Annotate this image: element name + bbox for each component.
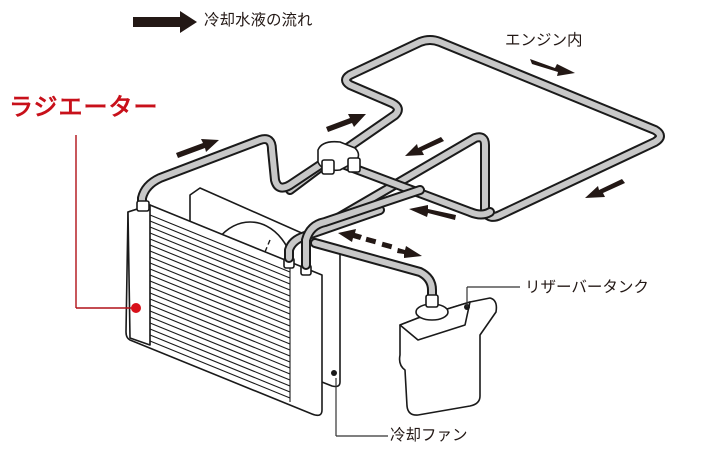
radiator-leader [75,135,141,313]
radiator [125,200,323,417]
radiator-fin [149,328,291,387]
radiator-label: ラジエーター [9,93,159,121]
radiator-fin [149,244,291,303]
reservoir-tank-label: リザーバータンク [525,278,649,296]
radiator-fin [149,340,291,399]
flow-arrow-engine-return [405,137,444,156]
radiator-upper-hose [137,134,325,215]
radiator-fin [149,214,291,273]
flow-arrow-return-lower [409,205,456,220]
radiator-fin [149,322,291,381]
radiator-fin [149,292,291,351]
radiator-fin [149,262,291,321]
radiator-fin [149,280,291,339]
radiator-fin [149,334,291,393]
engine-pipe-loop [285,35,665,245]
flow-arrow-radiator-outlet [176,139,219,158]
reservoir-tank [398,286,520,416]
flow-arrow-reservoir-bidirectional [338,229,422,258]
radiator-fin [149,310,291,369]
radiator-fin [149,226,291,285]
radiator-fins [149,214,291,399]
cooling-fan-label: 冷却ファン [390,426,468,444]
radiator-fin [149,298,291,357]
flow-arrow-engine-top [530,59,575,76]
radiator-fin [149,304,291,363]
radiator-fin [149,274,291,333]
radiator-fin [149,232,291,291]
flow-arrow-engine-right [585,179,625,198]
reservoir-hose [310,238,437,305]
thermostat-housing [317,140,361,175]
radiator-fin [149,250,291,309]
radiator-fin [149,238,291,297]
radiator-fin [149,286,291,345]
legend-label: 冷却水液の流れ [204,11,313,29]
radiator-fin [149,268,291,327]
flow-arrow-to-engine [326,114,366,132]
engine-label: エンジン内 [505,31,583,49]
radiator-fin [149,220,291,279]
radiator-lower-hoses [284,185,425,270]
radiator-fin [149,256,291,315]
radiator-fin [149,316,291,375]
flow-arrow-icon [133,11,197,33]
